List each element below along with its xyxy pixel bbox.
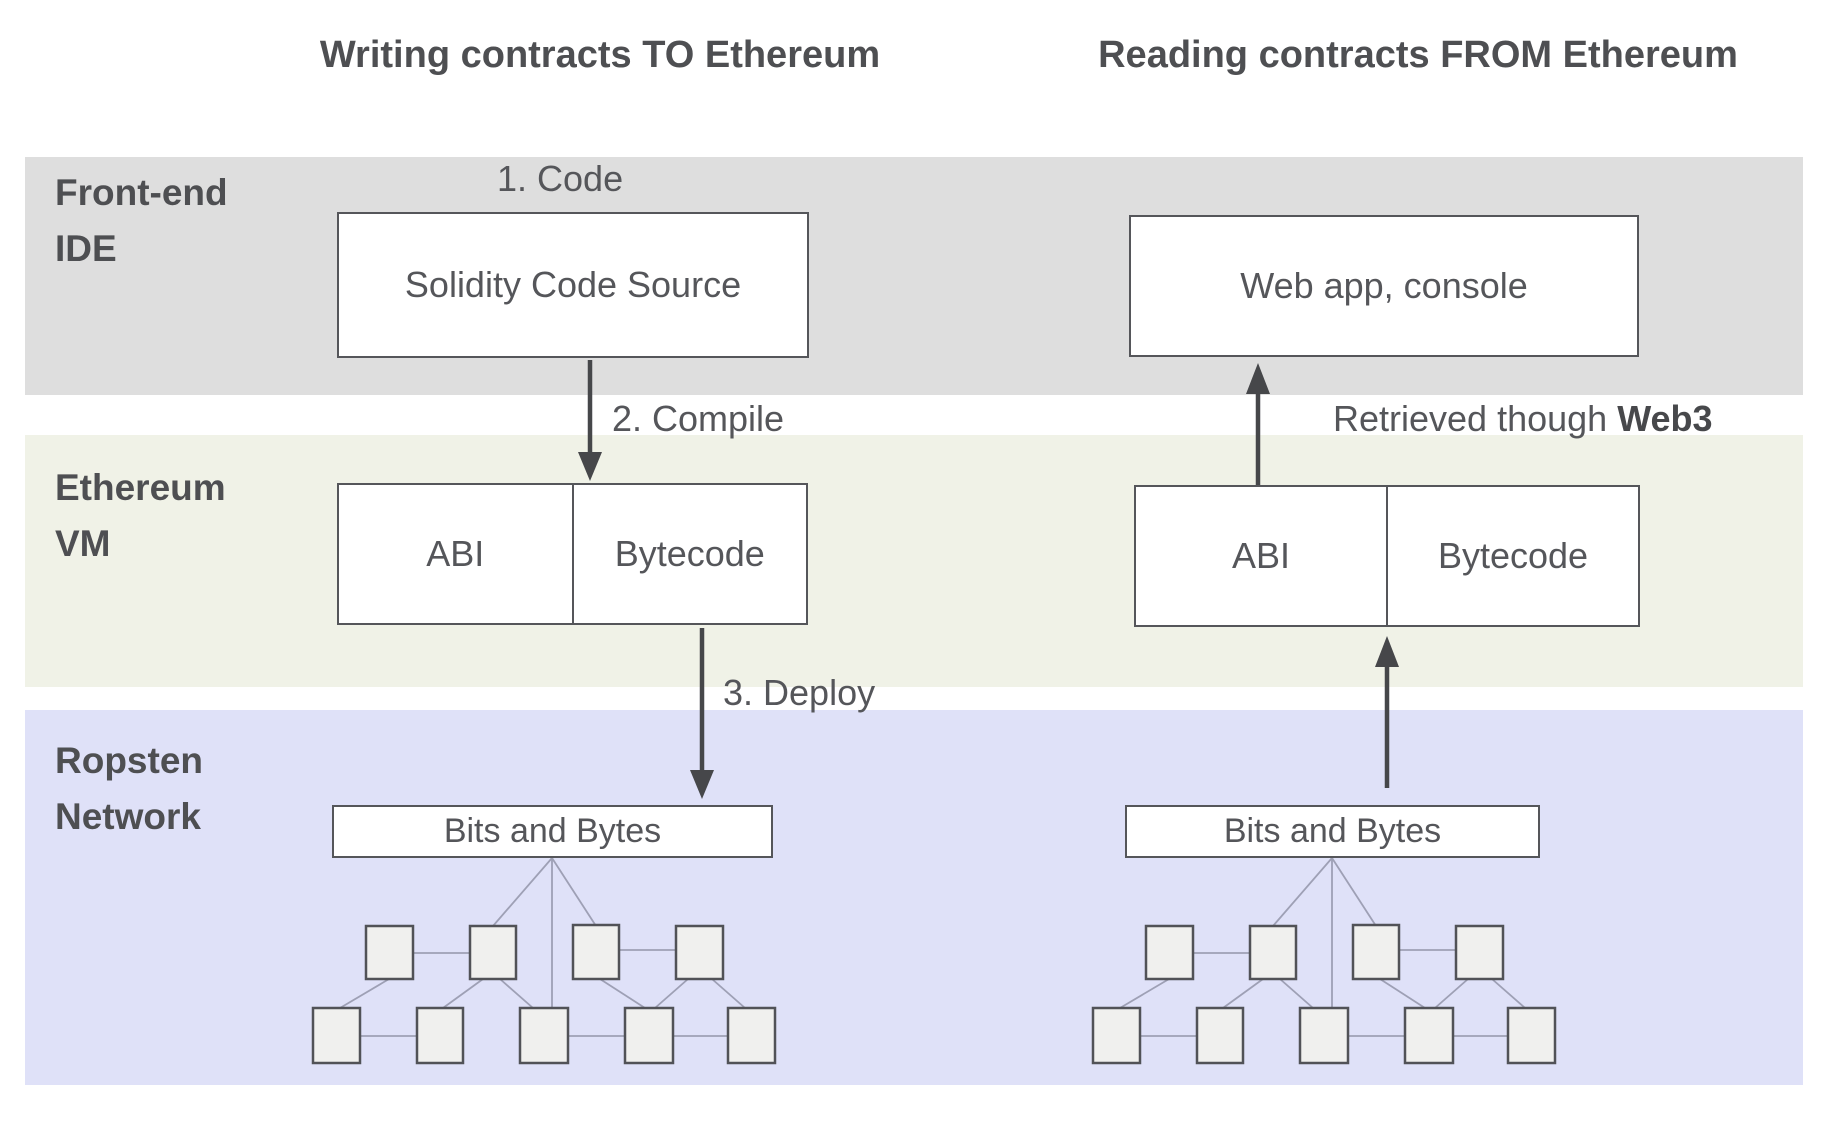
band-ropsten-network	[25, 710, 1803, 1085]
left-abi-bytecode-box: ABI Bytecode	[337, 483, 808, 625]
bits-and-bytes-label: Bits and Bytes	[443, 812, 662, 850]
right-column-title: Reading contracts FROM Ethereum	[1098, 34, 1738, 76]
step-label-deploy: 3. Deploy	[723, 672, 876, 713]
left-bytecode-cell: Bytecode	[571, 485, 807, 623]
right-bytecode-cell: Bytecode	[1386, 487, 1638, 625]
abi-label: ABI	[1231, 535, 1291, 576]
right-abi-cell: ABI	[1136, 487, 1386, 625]
step-label-code: 1. Code	[497, 158, 624, 199]
step-label-compile: 2. Compile	[612, 398, 785, 439]
left-abi-cell: ABI	[339, 485, 572, 623]
solidity-source-box: Solidity Code Source	[337, 212, 809, 358]
web-app-console-box: Web app, console	[1129, 215, 1639, 357]
band-label-ropsten-network: Ropsten Network	[55, 733, 203, 844]
band-label-line: IDE	[55, 227, 117, 269]
band-label-frontend-ide: Front-end IDE	[55, 165, 228, 276]
bytecode-label: Bytecode	[614, 533, 765, 574]
band-label-line: VM	[55, 522, 111, 564]
abi-label: ABI	[426, 533, 485, 574]
right-bits-and-bytes-box: Bits and Bytes	[1125, 805, 1540, 858]
band-label-line: Network	[55, 795, 201, 837]
band-label-ethereum-vm: Ethereum VM	[55, 460, 226, 571]
solidity-source-label: Solidity Code Source	[404, 264, 742, 305]
retrieved-web3-text: Web3	[1617, 398, 1713, 439]
band-label-line: Ethereum	[55, 467, 226, 508]
step-label-retrieved: Retrieved though Web3	[1333, 398, 1713, 440]
web-app-console-label: Web app, console	[1240, 265, 1528, 306]
band-label-line: Ropsten	[55, 740, 203, 781]
bits-and-bytes-label: Bits and Bytes	[1223, 812, 1442, 850]
left-column-title: Writing contracts TO Ethereum	[319, 34, 881, 76]
band-label-line: Front-end	[55, 172, 228, 213]
left-bits-and-bytes-box: Bits and Bytes	[332, 805, 773, 858]
right-abi-bytecode-box: ABI Bytecode	[1134, 485, 1640, 627]
bytecode-label: Bytecode	[1437, 535, 1589, 576]
retrieved-text: Retrieved though	[1333, 398, 1618, 439]
